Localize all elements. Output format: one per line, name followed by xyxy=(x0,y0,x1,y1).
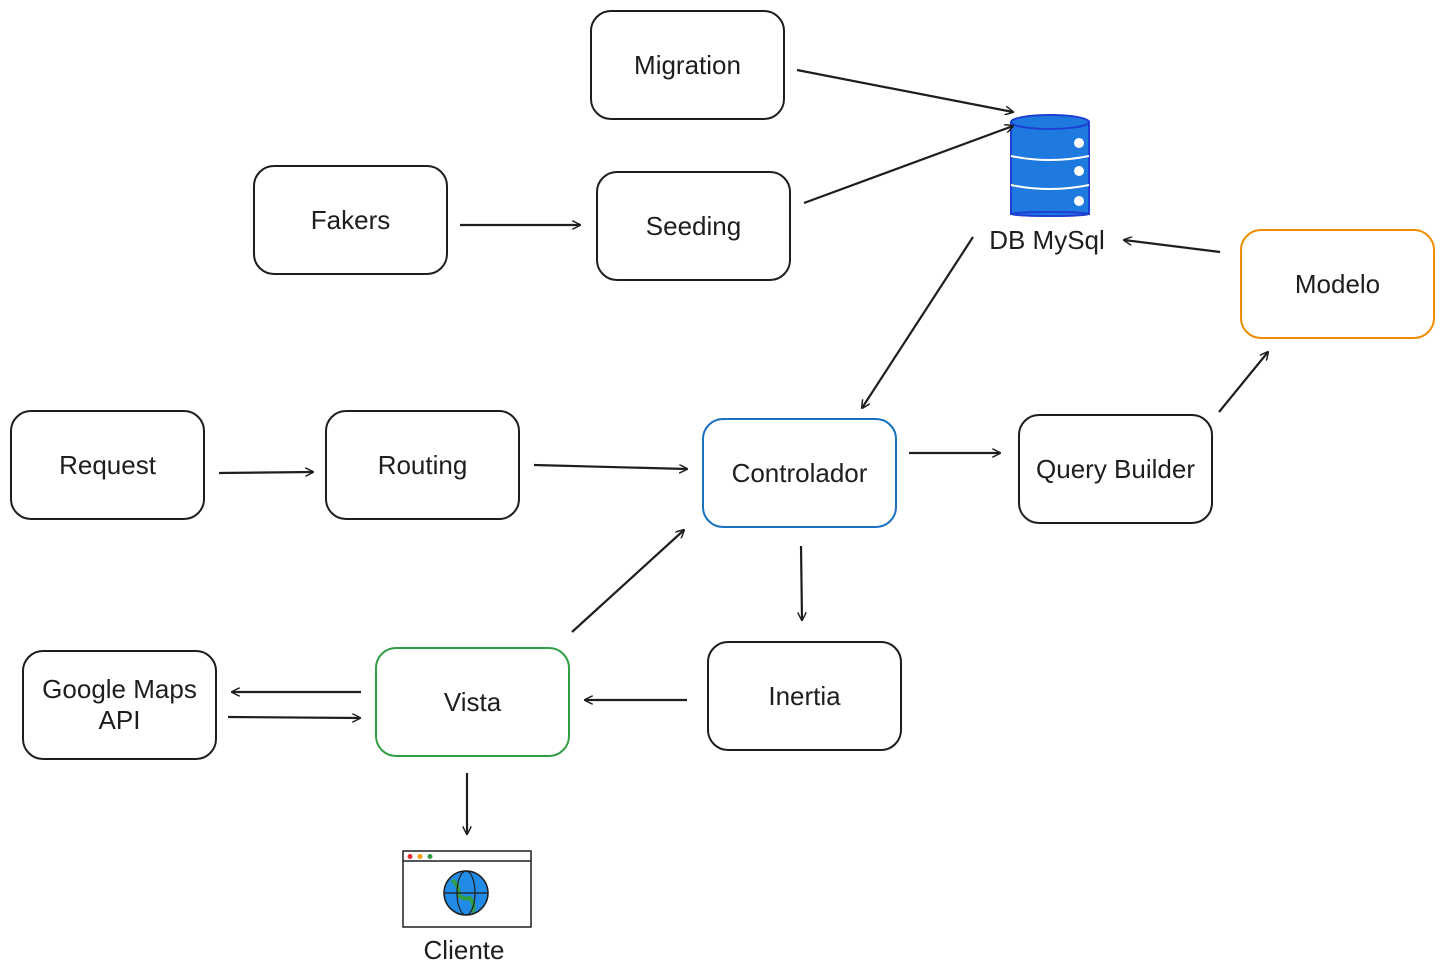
request-label: Request xyxy=(59,449,156,480)
arrow-migration-db xyxy=(796,68,1013,112)
controlador-label: Controlador xyxy=(731,457,868,488)
modelo-box[interactable] xyxy=(1240,229,1435,339)
arrow-googlemaps-vista xyxy=(227,717,360,718)
fakers-label: Fakers xyxy=(310,204,391,235)
migration-label: Migration xyxy=(634,49,741,80)
inertia-label: Inertia xyxy=(768,680,841,711)
arrow-querybuilder-modelo xyxy=(1218,352,1268,413)
arrow-vista-controlador xyxy=(571,530,684,633)
inertia-box[interactable] xyxy=(707,641,902,751)
routing-label: Routing xyxy=(377,449,468,480)
google-maps-label: Google Maps xyxy=(42,674,197,704)
query-builder-label: Query Builder xyxy=(1036,453,1195,484)
request-box[interactable] xyxy=(10,410,205,520)
fakers-box[interactable] xyxy=(253,165,448,275)
arrow-db-controlador xyxy=(862,236,974,408)
query-builder-box[interactable] xyxy=(1018,414,1213,524)
arrow-modelo-db xyxy=(1124,240,1221,254)
arrow-controlador-inertia xyxy=(801,545,802,620)
connectors xyxy=(218,68,1268,834)
database-icon xyxy=(1010,114,1090,217)
cliente-label: Cliente xyxy=(423,934,505,965)
vista-box[interactable] xyxy=(375,647,570,757)
google-maps-box[interactable] xyxy=(22,650,217,760)
db-label: DB MySql xyxy=(989,224,1105,255)
controlador-box[interactable] xyxy=(702,418,897,528)
seeding-label: Seeding xyxy=(645,210,742,241)
arrow-request-routing xyxy=(218,472,313,473)
routing-box[interactable] xyxy=(325,410,520,520)
arrow-routing-controlador xyxy=(533,463,687,469)
browser-globe-icon xyxy=(402,850,532,928)
migration-box[interactable] xyxy=(590,10,785,120)
arrow-seeding-db xyxy=(803,126,1013,205)
vista-label: Vista xyxy=(443,686,502,717)
google-maps-label-api: API xyxy=(98,705,141,735)
seeding-box[interactable] xyxy=(596,171,791,281)
modelo-label: Modelo xyxy=(1294,268,1381,299)
